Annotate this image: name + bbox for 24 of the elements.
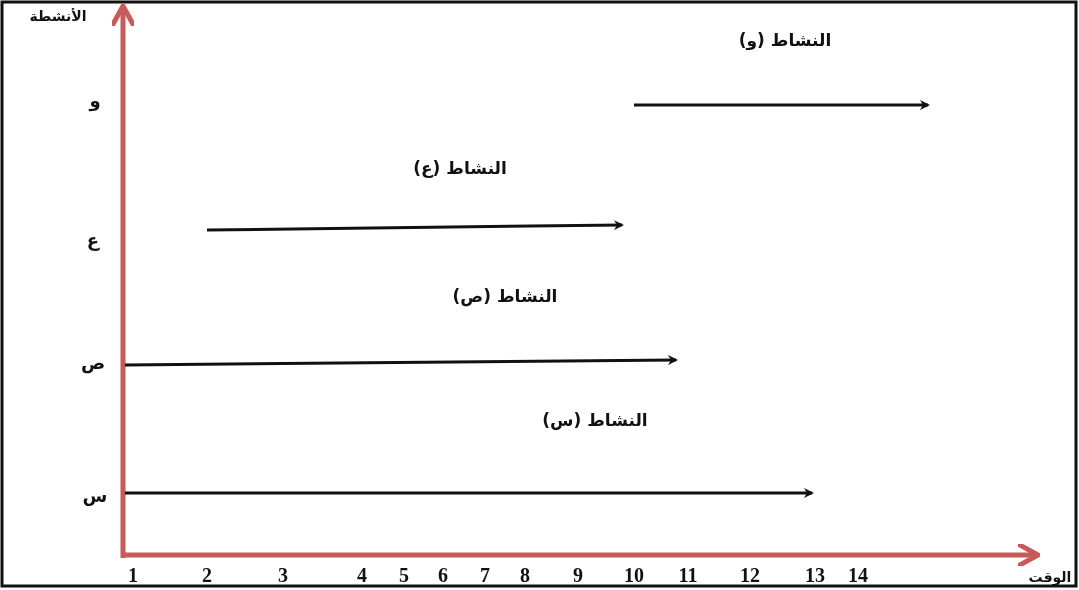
tick-label: 10	[624, 563, 644, 587]
tick-label: 6	[438, 563, 448, 587]
tick-label: 11	[678, 563, 698, 587]
tick-label: 4	[357, 563, 367, 587]
activity-tick-label: ع	[86, 229, 100, 251]
activity-tick-label: و	[89, 89, 101, 111]
activity-label: النشاط (و)	[738, 30, 832, 50]
activity-tick-label: ص	[80, 351, 106, 373]
axis-title: الأنشطة	[29, 8, 87, 24]
tick-label: 9	[573, 563, 583, 587]
activity-label: النشاط (س)	[542, 410, 648, 430]
tick-label: 14	[848, 563, 868, 587]
activity-label: النشاط (ص)	[452, 286, 558, 306]
tick-label: 8	[520, 563, 530, 587]
tick-label: 5	[399, 563, 409, 587]
activity-label: النشاط (ع)	[413, 158, 507, 178]
tick-label: 7	[480, 563, 490, 587]
tick-label: 1	[128, 563, 138, 587]
activity-tick-label: س	[82, 484, 108, 506]
axis-title: الوقت	[1028, 569, 1072, 585]
tick-label: 2	[202, 563, 212, 587]
tick-label: 12	[740, 563, 760, 587]
tick-label: 3	[278, 563, 288, 587]
tick-label: 13	[805, 563, 825, 587]
